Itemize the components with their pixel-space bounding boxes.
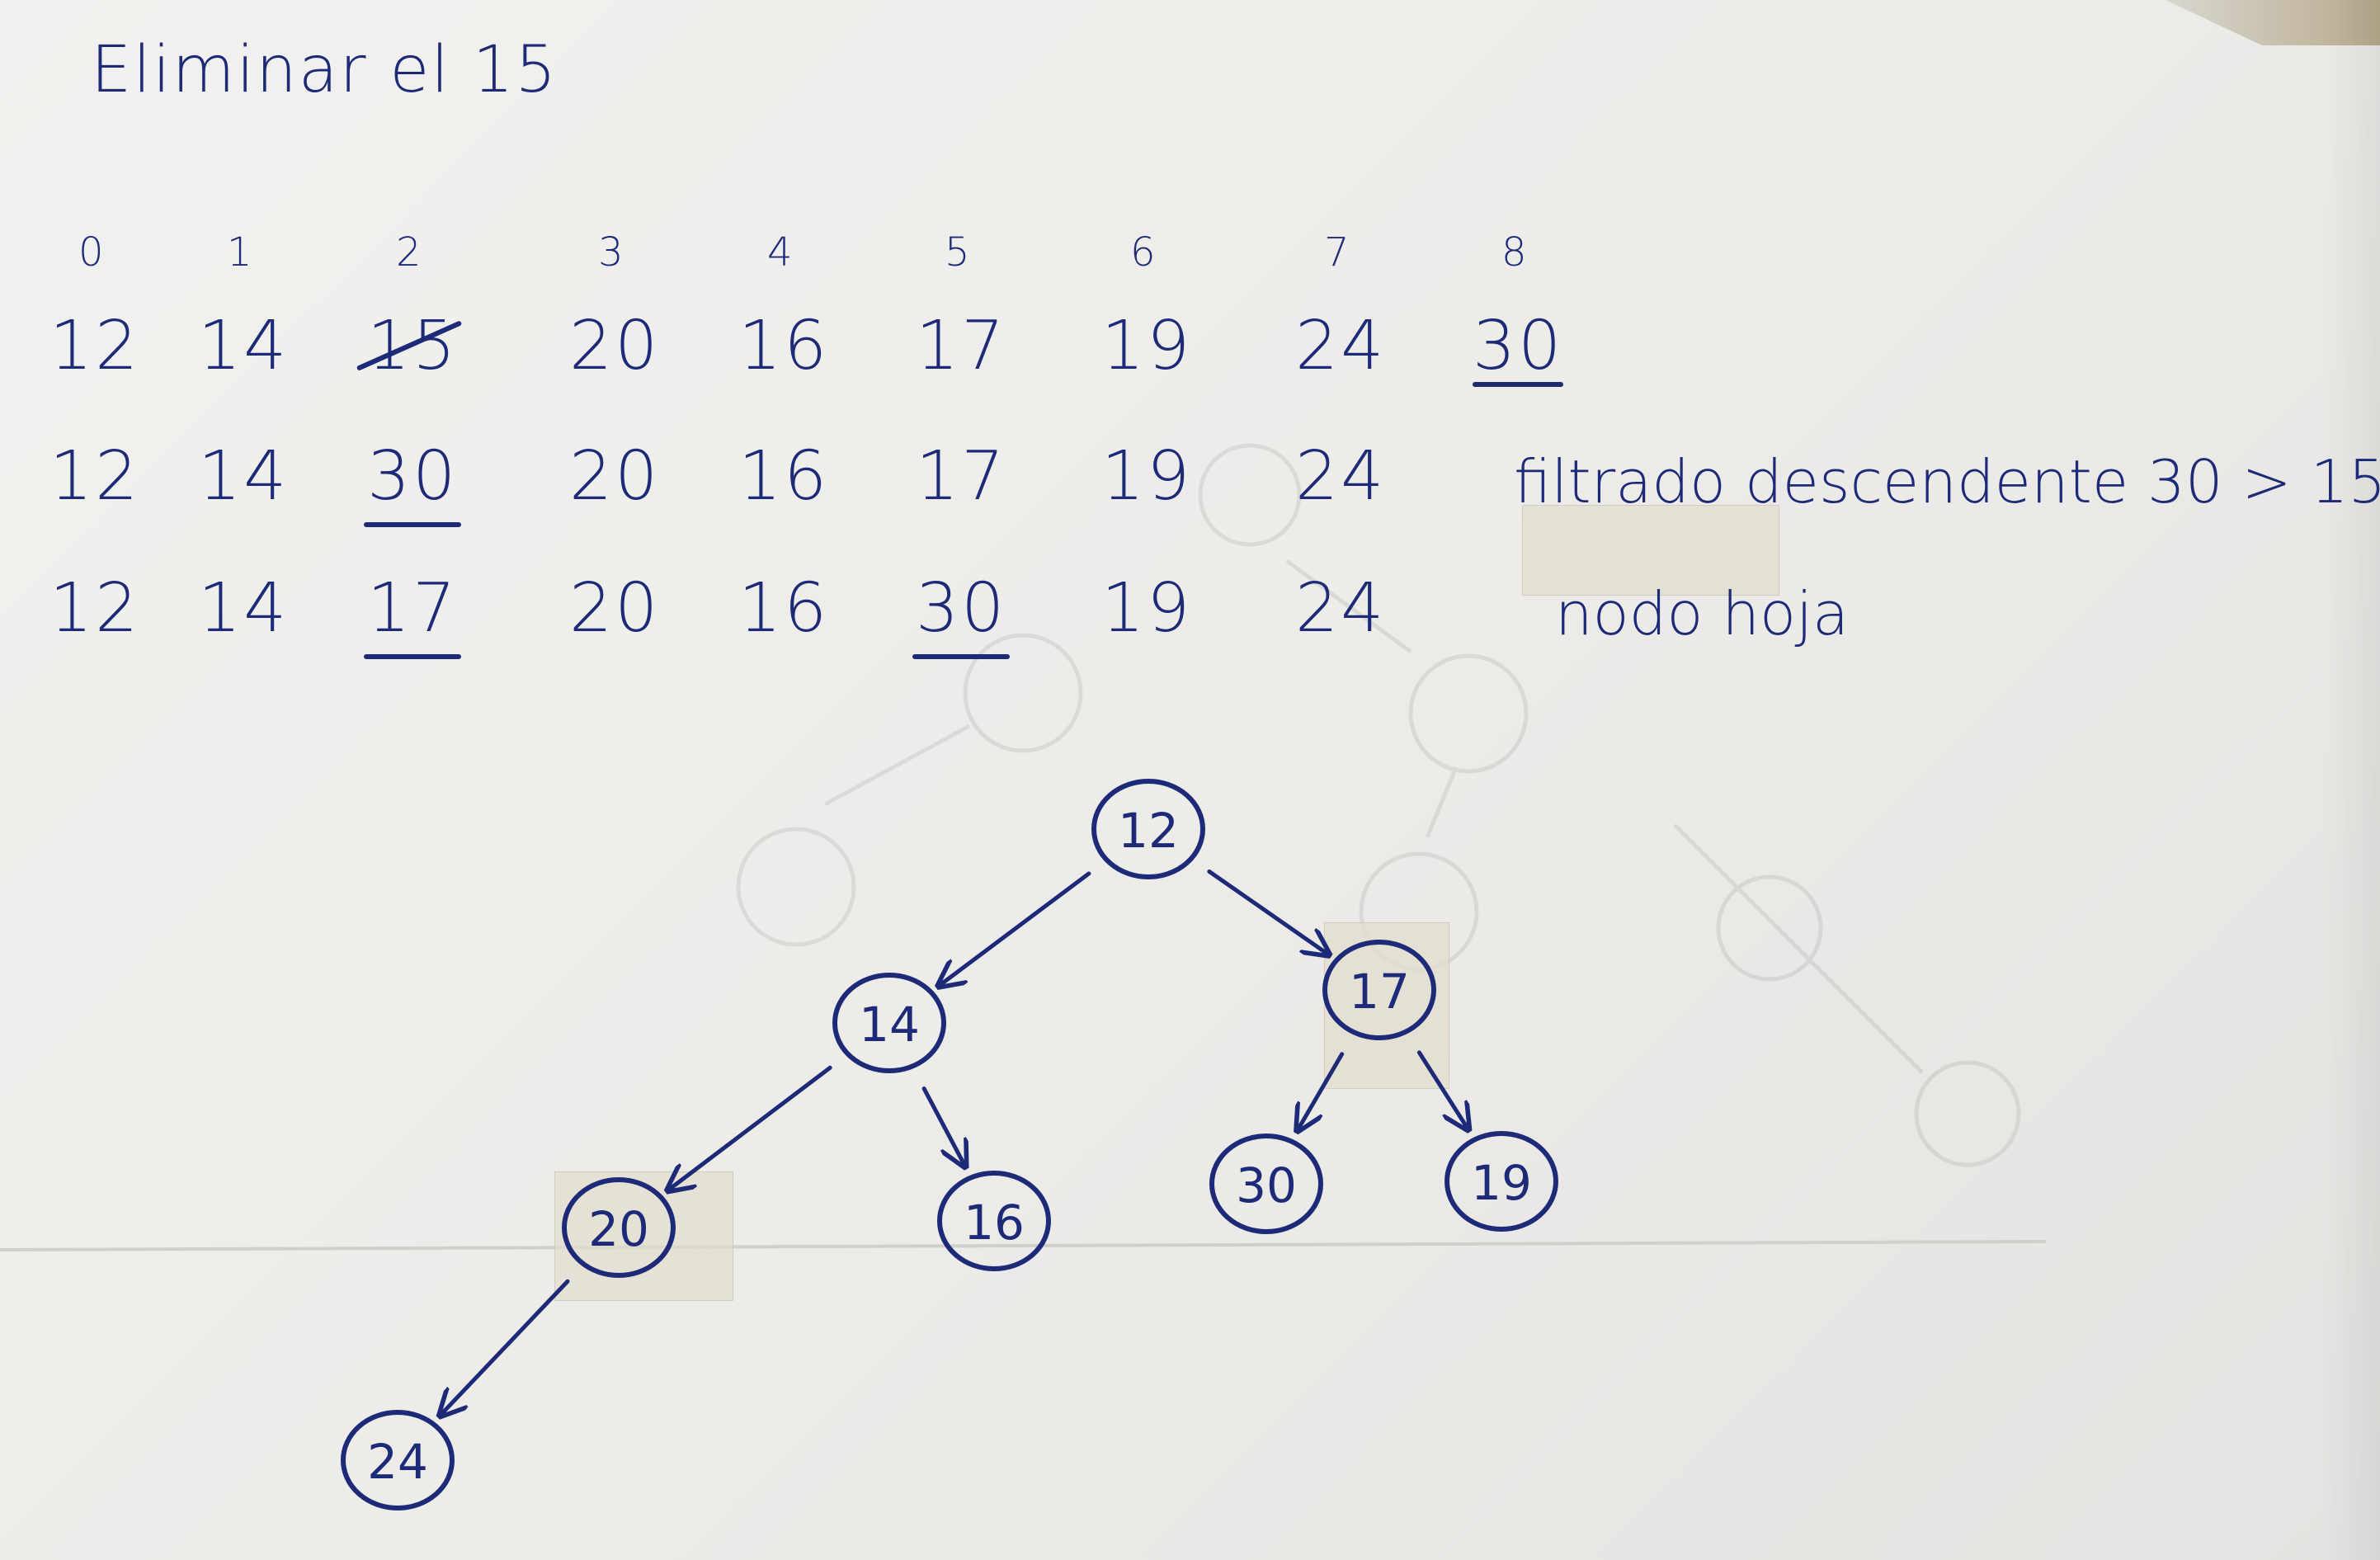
tree-node: 17 [1322,940,1436,1040]
array-index: 7 [1324,229,1350,276]
tree-edge-arrow [1207,869,1327,953]
array-index: 3 [598,229,624,276]
page-edge-shadow [2322,0,2380,1560]
array-cell: 19 [1101,437,1193,516]
array-cell: 19 [1101,307,1193,385]
array-cell: 24 [1295,569,1387,648]
row-annotation: nodo hoja [1555,579,1850,648]
tree-node-circle [562,1177,676,1278]
array-cell: 17 [363,569,462,659]
array-index: 4 [767,229,793,276]
array-cell: 12 [49,307,141,385]
array-cell: 16 [738,437,830,516]
array-cell: 14 [198,307,290,385]
tree-node: 30 [1209,1133,1323,1234]
array-cell: 20 [569,437,661,516]
tree-edge-arrow [670,1065,832,1189]
array-cell: 30 [363,437,462,527]
array-index: 0 [78,229,104,276]
tape-strip [1522,505,1779,596]
tree-node-circle [1322,940,1436,1040]
tree-edge-arrow [442,1279,570,1413]
tree-node: 24 [341,1410,455,1511]
tree-node-label: 30 [1236,1157,1297,1214]
array-cell: 16 [738,569,830,648]
tree-node: 12 [1091,779,1205,879]
tree-edge-arrow [1298,1052,1345,1129]
tree-node-circle [341,1410,455,1511]
tree-node: 16 [937,1171,1051,1271]
tree-node-label: 20 [588,1201,649,1257]
array-cell: 20 [569,569,661,648]
tree-node: 14 [832,973,946,1073]
array-index: 5 [945,229,970,276]
tree-node-circle [1209,1133,1323,1234]
tree-edge-arrow [1416,1050,1467,1127]
tree-node-circle [1091,779,1205,879]
array-cell: 30 [912,569,1011,659]
array-cell: 14 [198,569,290,648]
array-cell: 14 [198,437,290,516]
tree-node-label: 17 [1349,964,1410,1020]
tree-node-circle [832,973,946,1073]
array-cell: 20 [569,307,661,385]
array-cell: 17 [916,307,1007,385]
tree-node-label: 12 [1118,803,1179,859]
array-index: 1 [227,229,252,276]
array-cell: 12 [49,569,141,648]
array-cell: 24 [1295,307,1387,385]
array-index: 6 [1130,229,1156,276]
array-cell: 19 [1101,569,1193,648]
tree-node-label: 24 [367,1434,428,1490]
tree-node-label: 16 [964,1195,1025,1251]
array-cell: 24 [1295,437,1387,516]
tree-edge-arrow [921,1086,964,1165]
tree-edge-arrow [940,871,1091,984]
tree-node-circle [937,1171,1051,1271]
tree-node: 20 [562,1177,676,1278]
page-title: Eliminar el 15 [91,33,558,107]
tree-node-circle [1444,1131,1558,1232]
array-cell: 12 [49,437,141,516]
row-annotation: filtrado descendente 30 > 15 [1514,447,2380,516]
tree-node: 19 [1444,1131,1558,1232]
array-index: 8 [1501,229,1527,276]
array-index: 2 [396,229,422,276]
array-cell: 30 [1473,307,1564,387]
array-cell: 16 [738,307,830,385]
array-cell: 17 [916,437,1007,516]
tree-node-label: 19 [1471,1155,1532,1211]
tree-node-label: 14 [859,997,920,1053]
array-cell: 15 [367,307,459,385]
